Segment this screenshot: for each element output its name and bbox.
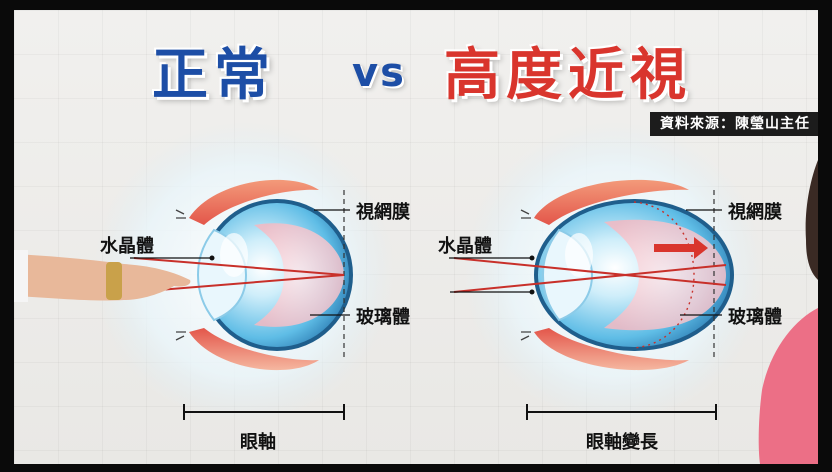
presenter-hand-skin [14,254,191,301]
title-normal: 正常 [152,43,276,108]
normal-upper-eyelid [189,179,319,225]
myopia-ray-leader-dot [529,289,535,295]
myopia-lens-label: 水晶體 [438,236,492,257]
presenter-right-top [758,308,818,464]
normal-ray-bottom [133,274,345,293]
myopia-axis-label: 眼軸變長 [586,432,658,453]
myopia-ray-bottom [453,264,727,293]
elongation-arrow [654,237,708,259]
eye-diagram-canvas [14,122,818,464]
tv-screen: 正常 vs 高度近視 資料來源：陳瑩山主任 水晶體 視網膜 玻璃體 眼軸 水晶體… [14,10,818,464]
myopia-retina-label: 視網膜 [728,202,782,223]
myopia-vitreous-label: 玻璃體 [728,307,782,328]
presenter-bracelet [106,262,122,300]
title-high-myopia: 高度近視 [444,43,692,108]
myopia-eye [449,122,764,422]
myopia-lens-highlight [565,233,593,277]
presenter-hand [14,250,191,302]
normal-vitreous-label: 玻璃體 [356,307,410,328]
normal-eye [94,122,394,422]
myopia-lower-eyelid [534,328,689,371]
myopia-eyelashes [520,209,531,341]
presenter-right-hair [805,160,818,280]
normal-retina-label: 視網膜 [356,202,410,223]
myopia-lens-leader-dot [529,255,535,261]
myopia-normal-outline [633,201,695,349]
normal-axis-label: 眼軸 [240,432,276,453]
normal-lens-leader-dot [209,255,215,261]
myopia-ray-top [453,257,727,286]
normal-ray-top [133,257,345,276]
normal-vitreous [254,223,344,327]
normal-eyelashes [175,209,186,341]
normal-lower-eyelid [189,328,319,371]
normal-lens-label: 水晶體 [100,236,154,257]
presenter-sleeve [14,250,28,302]
myopia-upper-eyelid [534,179,689,225]
source-banner: 資料來源：陳瑩山主任 [650,112,818,136]
normal-lens-highlight [220,233,248,277]
title-vs: vs [352,50,406,96]
presenter-right [758,160,818,464]
